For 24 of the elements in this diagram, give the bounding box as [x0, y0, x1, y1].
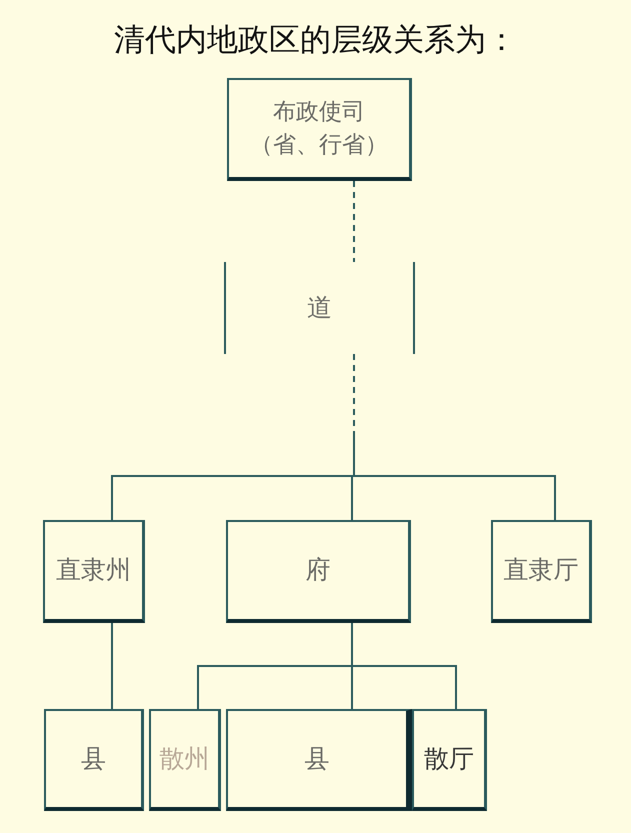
node-label: 县	[81, 744, 106, 774]
node-label: 直隶州	[56, 556, 131, 585]
node-label: 县	[304, 744, 330, 774]
node-label: （省、行省）	[250, 132, 388, 158]
bracket-frame	[224, 262, 415, 354]
org-box	[226, 709, 412, 811]
diagram-title: 清代内地政区的层级关系为：	[114, 22, 517, 60]
dashed-connector	[353, 181, 355, 262]
org-box	[227, 78, 412, 181]
connector-line	[351, 623, 457, 709]
org-box	[226, 520, 411, 623]
node-label: 布政使司	[273, 99, 365, 126]
org-box	[149, 709, 221, 811]
node-label: 府	[306, 556, 330, 585]
node-label: 散州	[160, 744, 210, 774]
node-label: 直隶厅	[504, 556, 578, 585]
node-label: 散厅	[424, 744, 474, 774]
org-box	[412, 709, 487, 811]
dashed-connector	[353, 354, 556, 520]
connector-line	[111, 623, 113, 709]
org-box	[44, 709, 144, 811]
node-label: 道	[307, 294, 332, 322]
org-box	[491, 520, 592, 623]
org-box	[43, 520, 145, 623]
